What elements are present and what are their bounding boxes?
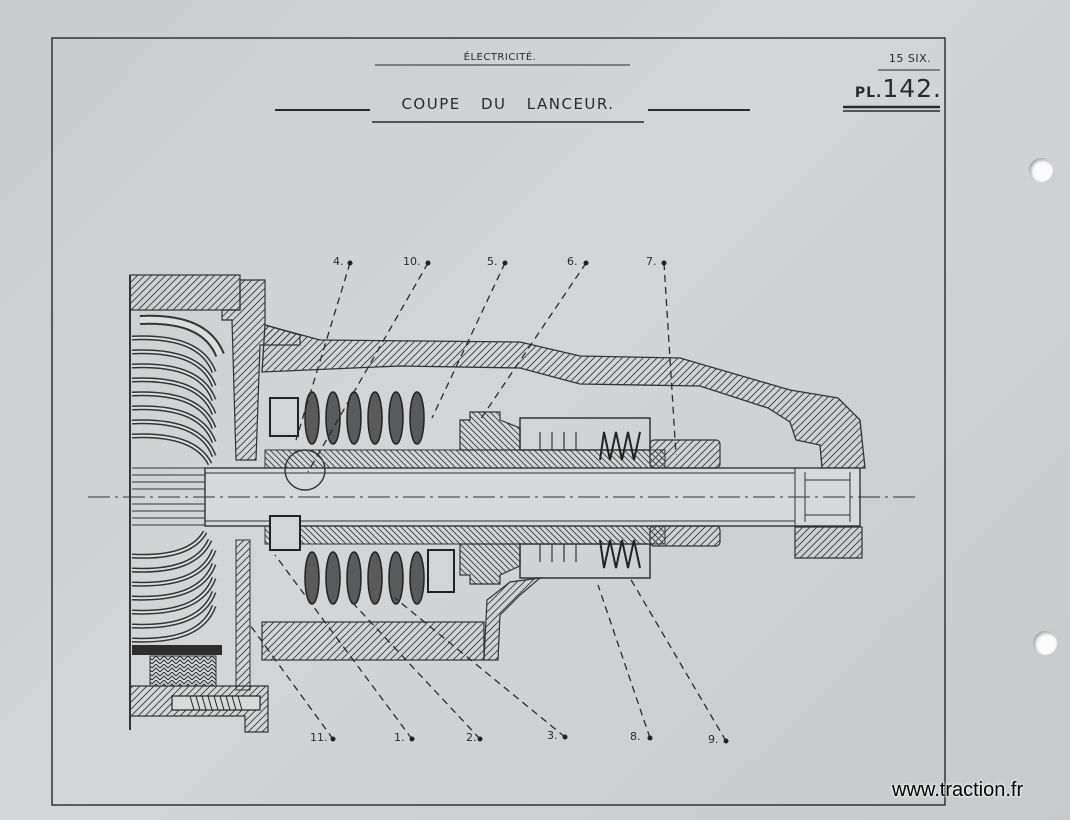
screw-thread [189, 695, 243, 711]
spring-seat-lower [427, 549, 455, 593]
commutator [132, 467, 205, 526]
clutch-housing-lower [519, 543, 651, 579]
leader-lines [249, 262, 727, 742]
pinion-lower [459, 543, 521, 585]
callout-label: 1. [394, 731, 405, 744]
callout-label: 8. [630, 730, 641, 743]
housing-lower-right [794, 526, 863, 559]
punch-hole-top [1029, 158, 1053, 182]
leader-line-7 [663, 262, 677, 456]
leader-line-3 [394, 597, 566, 738]
sleeve-pin [284, 449, 326, 491]
leader-line-8 [597, 584, 651, 739]
lower-housing [261, 621, 485, 661]
drive-head-lower [649, 525, 721, 547]
clutch-spring-upper [599, 431, 641, 461]
drive-sleeve-lower [264, 525, 666, 545]
clutch-housing-upper [519, 417, 651, 451]
clutch-spring-lower [599, 539, 641, 569]
callout-label: 4. [333, 255, 344, 268]
callout-label: 3. [547, 729, 558, 742]
main-spring-lower [304, 551, 425, 605]
leader-line-6 [479, 262, 587, 421]
leader-line-2 [349, 599, 481, 740]
end-cover-top [129, 274, 241, 311]
nose-housing [261, 324, 866, 469]
callout-label: 11. [310, 731, 328, 744]
collar-upper [269, 397, 299, 437]
winding-woven-block [149, 655, 217, 687]
callout-label: 9. [708, 733, 719, 746]
callout-label: 2. [466, 731, 477, 744]
drawing-title: COUPE DU LANCEUR. [401, 95, 615, 113]
pinion-upper [459, 411, 521, 451]
callout-label: 10. [403, 255, 421, 268]
punch-hole-bottom [1033, 631, 1057, 655]
leader-line-10 [307, 262, 429, 473]
leader-line-4 [295, 262, 351, 441]
plate-prefix: PL. [854, 85, 883, 101]
sheet-frame [51, 37, 946, 806]
header-rules [275, 64, 940, 123]
lower-housing-curve [483, 577, 542, 661]
armature-windings-top [131, 314, 225, 466]
drive-head-upper [649, 439, 721, 469]
leader-dots [330, 260, 729, 744]
main-spring-upper [304, 391, 425, 445]
clutch-teeth-upper [539, 432, 577, 450]
winding-core-block [132, 645, 222, 655]
plate-number: PL.142. [844, 74, 942, 103]
model-label: 15 SIX. [888, 52, 932, 65]
leader-line-9 [629, 577, 727, 742]
callout-label: 5. [487, 255, 498, 268]
callout-label: 6. [567, 255, 578, 268]
leader-line-5 [431, 262, 506, 419]
armature-windings-bottom [131, 530, 217, 643]
callout-label: 7. [646, 255, 657, 268]
collar-lower [269, 515, 301, 551]
leader-line-1 [274, 554, 413, 740]
end-plate-lower [235, 539, 251, 691]
watermark: www.traction.fr [892, 779, 1024, 801]
section-heading: ÉLECTRICITÉ. [463, 52, 537, 63]
clutch-teeth-lower [539, 544, 577, 562]
plate-value: 142. [882, 74, 942, 103]
